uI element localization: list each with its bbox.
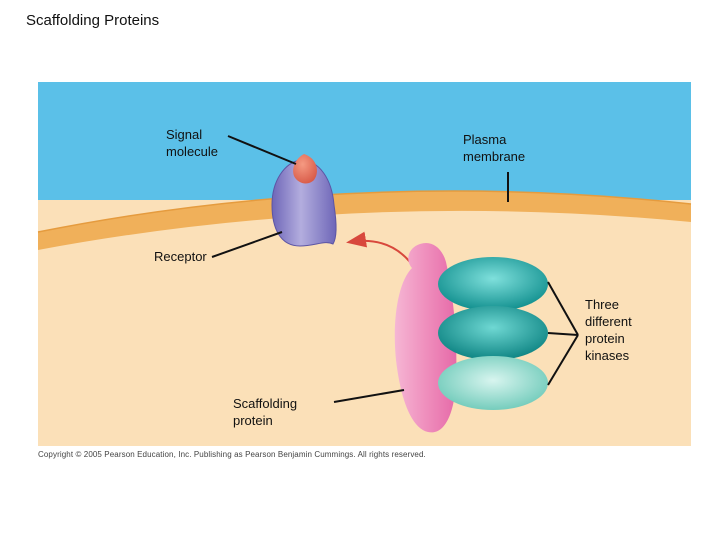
signal-molecule <box>293 154 317 184</box>
leader-line-signal <box>227 135 297 165</box>
plasma-membrane <box>38 191 691 250</box>
protein-kinase-2 <box>438 306 548 360</box>
leader-line-scaffold <box>333 389 405 403</box>
label-receptor: Receptor <box>154 249 207 264</box>
label-signal-molecule: Signal molecule <box>166 127 219 159</box>
activation-arrow <box>346 231 411 263</box>
leader-line-receptor <box>211 231 283 258</box>
protein-kinase-3 <box>438 356 548 410</box>
leader-line-kinase-2 <box>547 332 579 336</box>
label-plasma-membrane: Plasma membrane <box>463 132 526 164</box>
label-protein-kinases: Three different protein kinases <box>585 297 632 363</box>
leader-line-kinase-3 <box>547 334 579 386</box>
protein-kinase-1 <box>438 257 548 311</box>
label-scaffolding-protein: Scaffolding protein <box>233 396 298 428</box>
slide-title: Scaffolding Proteins <box>26 12 160 29</box>
receptor-protein <box>271 159 337 247</box>
copyright-notice: Copyright © 2005 Pearson Education, Inc.… <box>38 450 426 459</box>
leader-line-kinase-1 <box>547 281 579 336</box>
